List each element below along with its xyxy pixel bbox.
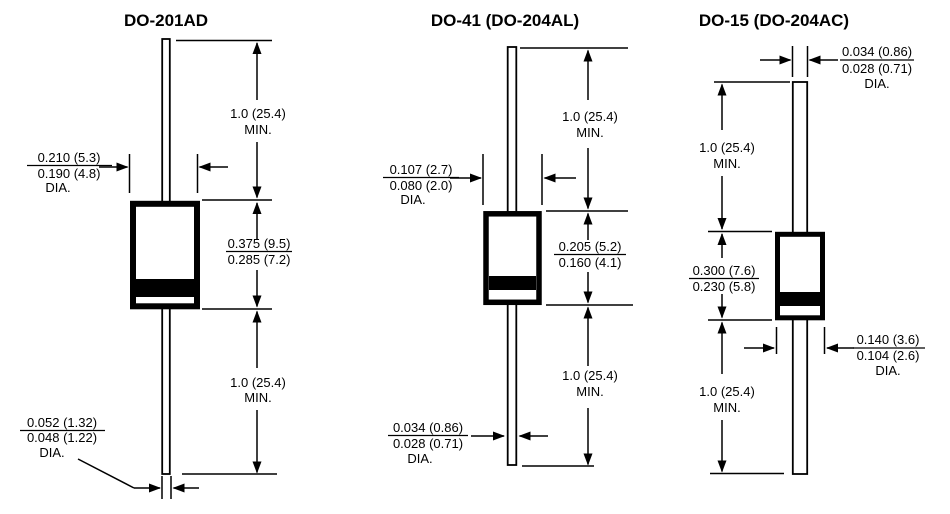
diagram-do-15: DO-15 (DO-204AC) 0.034 (0.86) 0.028 (0.7…	[689, 11, 925, 475]
dim-text-lead-dia-label: DIA.	[39, 445, 64, 460]
dim-text-body-dia-max: 0.140 (3.6)	[857, 332, 920, 347]
dim-text-bottom-lead-2: MIN.	[244, 390, 271, 405]
dim-body-length: 0.205 (5.2) 0.160 (4.1)	[554, 212, 626, 304]
bottom-lead	[791, 317, 809, 475]
dim-text-lead-dia-max: 0.034 (0.86)	[842, 44, 912, 59]
extension-lines	[520, 47, 633, 467]
top-lead	[506, 46, 518, 213]
dim-lead-diameter: 0.034 (0.86) 0.028 (0.71) DIA.	[388, 420, 548, 466]
bottom-lead	[506, 302, 518, 466]
dim-body-diameter: 0.140 (3.6) 0.104 (2.6) DIA.	[744, 327, 925, 378]
dim-text-lead-dia-label: DIA.	[864, 76, 889, 91]
dim-text-body-length-max: 0.300 (7.6)	[693, 263, 756, 278]
top-lead	[791, 81, 809, 235]
dim-bottom-lead-length: 1.0 (25.4) MIN.	[699, 321, 755, 473]
extension-lines	[708, 81, 790, 475]
dim-text-body-length-max: 0.205 (5.2)	[559, 239, 622, 254]
dim-text-bottom-lead-1: 1.0 (25.4)	[562, 368, 618, 383]
dim-text-body-length-max: 0.375 (9.5)	[228, 236, 291, 251]
diagram-title: DO-201AD	[124, 11, 208, 30]
dim-top-lead-length: 1.0 (25.4) MIN.	[699, 83, 755, 230]
dim-text-body-dia-label: DIA.	[400, 192, 425, 207]
dim-text-top-lead-2: MIN.	[576, 125, 603, 140]
diagram-do-201ad: DO-201AD 1.0 (25.4) MIN. 0.375 (9.5) 0.	[20, 11, 292, 499]
dim-text-body-dia-max: 0.107 (2.7)	[390, 162, 453, 177]
dim-text-top-lead-1: 1.0 (25.4)	[230, 106, 286, 121]
dim-body-diameter: 0.107 (2.7) 0.080 (2.0) DIA.	[383, 154, 576, 207]
dim-text-body-dia-max: 0.210 (5.3)	[38, 150, 101, 165]
cathode-band	[489, 276, 536, 290]
dim-top-lead-length: 1.0 (25.4) MIN.	[562, 49, 618, 210]
dim-text-top-lead-2: MIN.	[713, 156, 740, 171]
dim-body-length: 0.300 (7.6) 0.230 (5.8)	[689, 233, 759, 319]
dim-bottom-lead-length: 1.0 (25.4) MIN.	[562, 306, 618, 466]
diagram-do-41: DO-41 (DO-204AL) 1.0 (25.4) MIN. 0.205 (…	[383, 11, 633, 467]
dim-text-top-lead-2: MIN.	[244, 122, 271, 137]
dim-text-lead-dia-max: 0.052 (1.32)	[27, 415, 97, 430]
dim-text-body-length-min: 0.285 (7.2)	[228, 252, 291, 267]
extension-lines	[176, 39, 277, 475]
dim-text-lead-dia-min: 0.028 (0.71)	[842, 61, 912, 76]
dim-text-lead-dia-min: 0.048 (1.22)	[27, 430, 97, 445]
cathode-band	[780, 292, 820, 306]
dim-text-top-lead-1: 1.0 (25.4)	[699, 140, 755, 155]
dim-text-lead-dia-min: 0.028 (0.71)	[393, 436, 463, 451]
dim-text-bottom-lead-2: MIN.	[713, 400, 740, 415]
dim-top-lead-length: 1.0 (25.4) MIN.	[230, 42, 286, 199]
diagram-title: DO-15 (DO-204AC)	[699, 11, 849, 30]
dim-text-body-dia-min: 0.104 (2.6)	[857, 348, 920, 363]
dim-text-lead-dia-label: DIA.	[407, 451, 432, 466]
dim-body-diameter: 0.210 (5.3) 0.190 (4.8) DIA.	[27, 150, 228, 195]
dim-text-bottom-lead-2: MIN.	[576, 384, 603, 399]
dim-text-lead-dia-max: 0.034 (0.86)	[393, 420, 463, 435]
dim-text-bottom-lead-1: 1.0 (25.4)	[230, 375, 286, 390]
dim-text-body-dia-min: 0.190 (4.8)	[38, 166, 101, 181]
top-lead	[161, 38, 171, 203]
dim-text-body-length-min: 0.160 (4.1)	[559, 255, 622, 270]
dim-text-body-dia-min: 0.080 (2.0)	[390, 178, 453, 193]
dim-text-top-lead-1: 1.0 (25.4)	[562, 109, 618, 124]
dim-text-body-dia-label: DIA.	[875, 363, 900, 378]
diagram-title: DO-41 (DO-204AL)	[431, 11, 579, 30]
dim-bottom-lead-length: 1.0 (25.4) MIN.	[230, 310, 286, 474]
dim-text-body-dia-label: DIA.	[45, 180, 70, 195]
dim-body-length: 0.375 (9.5) 0.285 (7.2)	[226, 202, 292, 308]
bottom-lead	[161, 305, 171, 475]
cathode-band	[136, 279, 194, 297]
dim-text-bottom-lead-1: 1.0 (25.4)	[699, 384, 755, 399]
dim-text-body-length-min: 0.230 (5.8)	[693, 279, 756, 294]
dim-lead-diameter: 0.034 (0.86) 0.028 (0.71) DIA.	[760, 44, 914, 91]
dim-lead-diameter: 0.052 (1.32) 0.048 (1.22) DIA.	[20, 415, 199, 499]
